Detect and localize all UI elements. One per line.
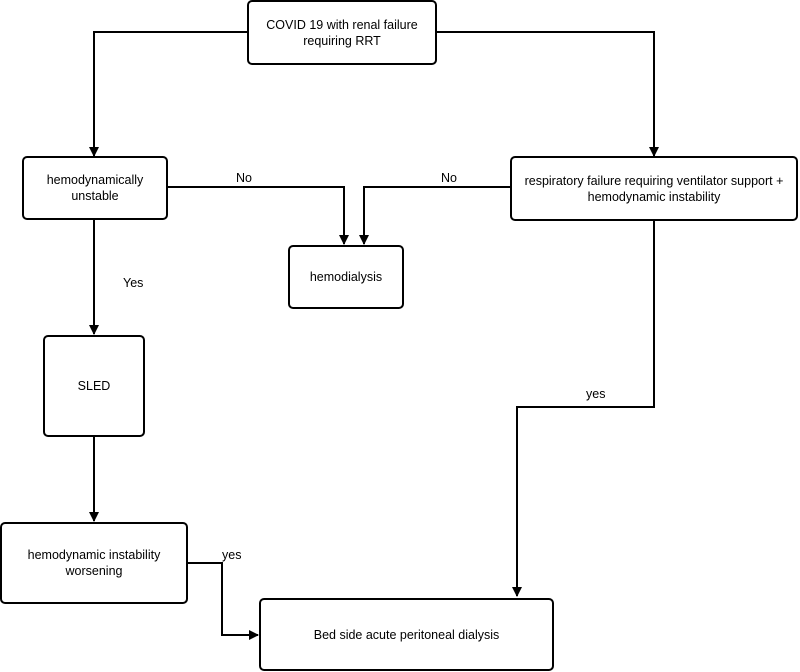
node-hemodynamically-unstable: hemodynamically unstable xyxy=(22,156,168,220)
edge-resp-failure-to-peritoneal xyxy=(512,220,655,597)
node-text-line: hemodynamically xyxy=(46,173,144,187)
node-text-line: unstable xyxy=(71,189,119,203)
node-sled: SLED xyxy=(43,335,145,437)
node-text-line: worsening xyxy=(65,564,123,578)
edge-worsening-to-peritoneal xyxy=(187,562,259,640)
node-text-line: Bed side acute peritoneal dialysis xyxy=(313,627,500,642)
edge-hemo-unstable-to-hemodialysis xyxy=(167,186,349,245)
edge-label-no-left: No xyxy=(236,171,252,185)
node-hemodialysis: hemodialysis xyxy=(288,245,404,309)
edge-label-no-right: No xyxy=(441,171,457,185)
node-text-line: requiring RRT xyxy=(303,33,381,48)
node-instability-worsening: hemodynamic instability worsening xyxy=(0,522,188,604)
edge-label-yes-right: yes xyxy=(586,387,606,401)
node-text-line: SLED xyxy=(77,379,111,393)
node-text-line: hemodynamic instability xyxy=(27,548,161,562)
edge-label-yes-bottom: yes xyxy=(222,548,242,562)
node-text-line: hemodynamic instability xyxy=(587,189,721,204)
node-text-line: COVID 19 with renal failure xyxy=(266,17,418,32)
node-text-line: respiratory failure requiring ventilator… xyxy=(524,173,784,188)
node-respiratory-failure: respiratory failure requiring ventilator… xyxy=(510,156,798,221)
edge-start-to-hemo-unstable xyxy=(89,31,248,157)
edge-start-to-resp-failure xyxy=(436,31,659,157)
edge-resp-failure-to-hemodialysis xyxy=(359,186,512,245)
edge-label-yes-sled: Yes xyxy=(123,276,144,290)
node-peritoneal-dialysis: Bed side acute peritoneal dialysis xyxy=(259,598,554,671)
node-text-line: hemodialysis xyxy=(309,270,383,284)
